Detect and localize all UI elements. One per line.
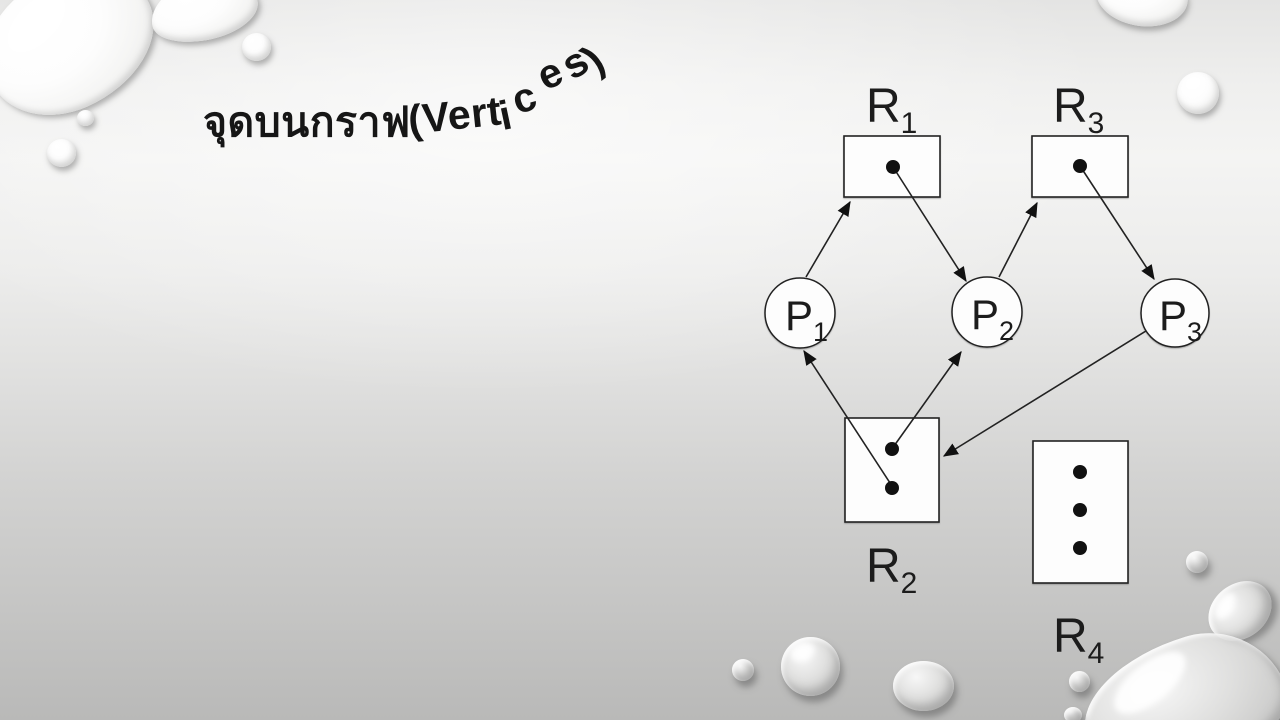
resource-instance-dot-R4 xyxy=(1073,503,1087,517)
water-droplet-decoration xyxy=(1177,72,1219,114)
water-droplet-decoration xyxy=(242,33,271,61)
label-R4: R4 xyxy=(1053,610,1104,670)
water-droplet-decoration xyxy=(1186,551,1208,573)
water-droplet-decoration xyxy=(781,637,840,696)
label-R3: R3 xyxy=(1053,80,1104,140)
resource-instance-dot-R1 xyxy=(886,160,900,174)
resource-box-R2 xyxy=(844,417,940,523)
resource-box-R1 xyxy=(843,135,941,198)
water-droplet-decoration xyxy=(1069,671,1090,692)
label-P2: P2 xyxy=(971,291,1014,346)
water-droplet-decoration xyxy=(1064,707,1082,720)
edge-R2-to-P2 xyxy=(893,350,962,447)
water-droplet-decoration xyxy=(47,139,76,167)
resource-instance-dot-R4 xyxy=(1073,541,1087,555)
resource-instance-dot-R2 xyxy=(885,442,899,456)
edge-P2-to-R3 xyxy=(998,201,1038,278)
edge-R3-to-P3 xyxy=(1081,168,1155,281)
process-circle-P2 xyxy=(951,276,1023,348)
resource-instance-dot-R4 xyxy=(1073,465,1087,479)
title-thai-text: จุดบนกราฟ xyxy=(203,99,411,145)
water-droplet-decoration xyxy=(77,110,94,126)
water-droplet-decoration xyxy=(893,661,954,711)
process-circle-P3 xyxy=(1140,278,1210,348)
process-circle-P1 xyxy=(764,277,836,349)
label-R2: R2 xyxy=(866,540,917,600)
edge-R2-to-P1 xyxy=(803,349,893,487)
resource-instance-dot-R3 xyxy=(1073,159,1087,173)
edge-P3-to-R2 xyxy=(942,330,1147,457)
label-P3: P3 xyxy=(1159,292,1202,347)
resource-instance-dot-R2 xyxy=(885,481,899,495)
edge-R1-to-P2 xyxy=(894,169,967,283)
label-R1: R1 xyxy=(866,80,917,140)
edge-P1-to-R1 xyxy=(805,200,851,278)
slide-title: จุดบนกราฟ (Vertices) xyxy=(203,36,617,147)
label-P1: P1 xyxy=(785,292,828,347)
water-droplet-decoration xyxy=(732,659,754,681)
